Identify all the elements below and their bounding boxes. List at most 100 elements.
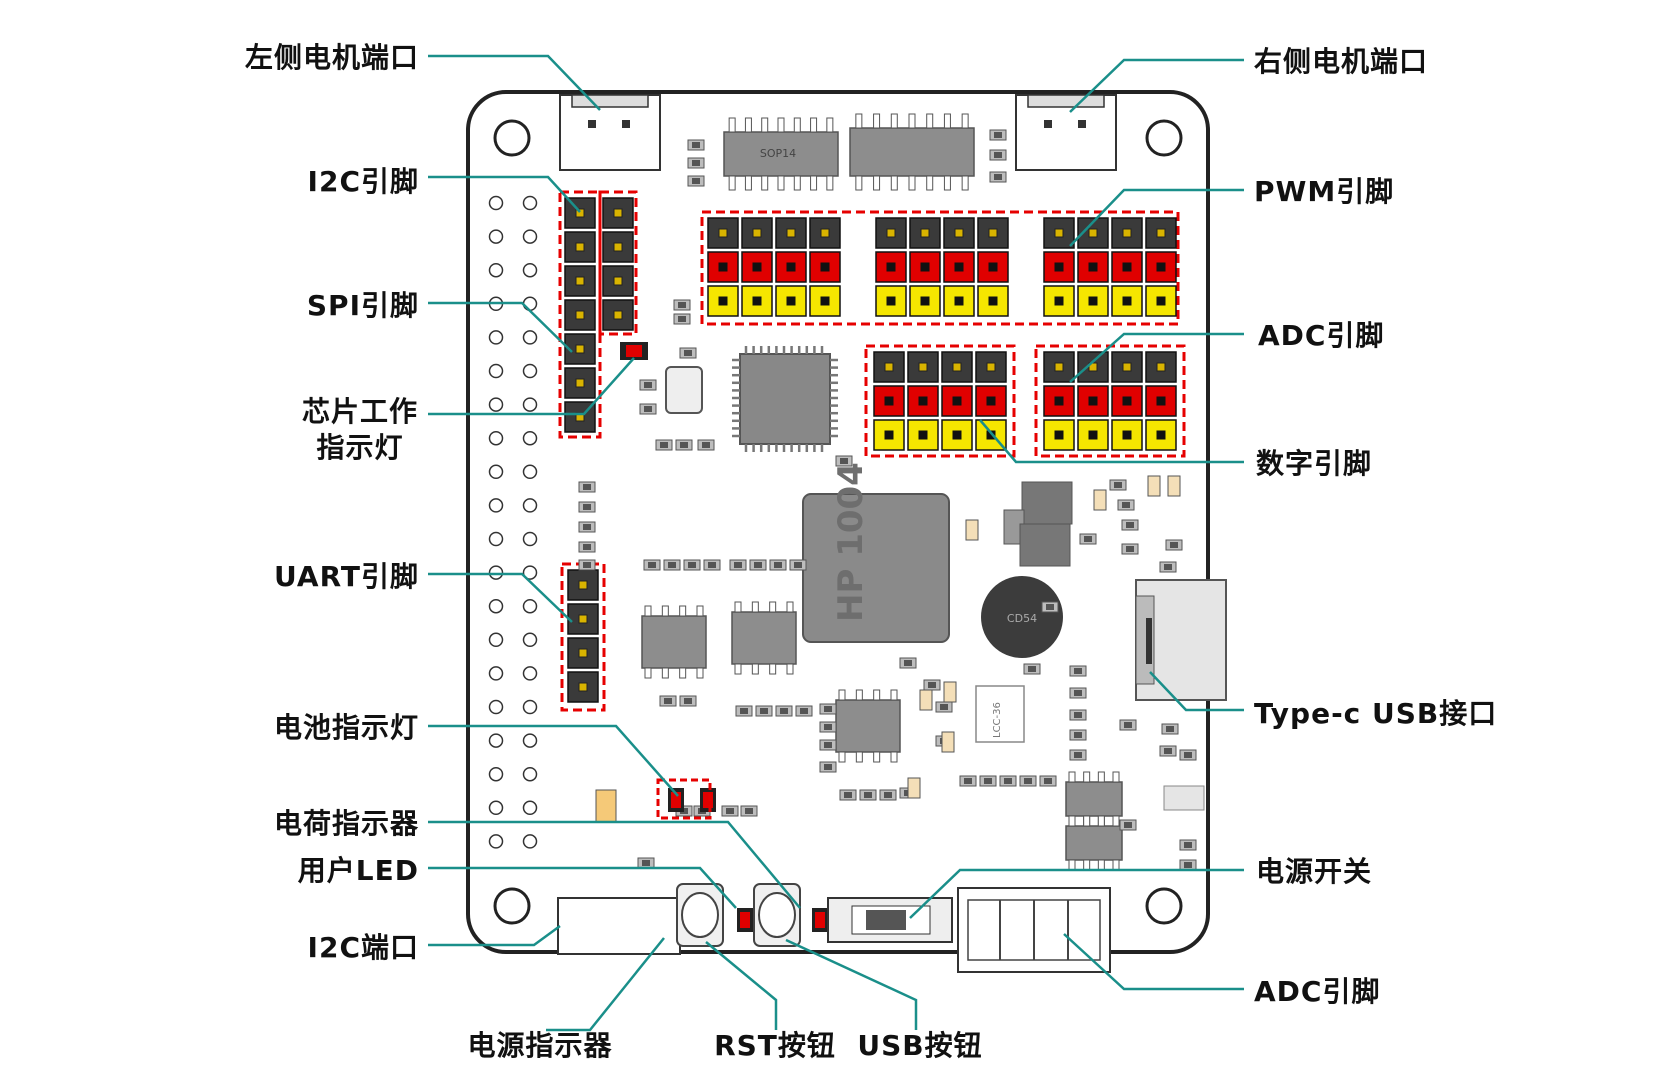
pwm-block-3-pin-pad	[1123, 263, 1131, 271]
header-pin-spi-pad	[576, 345, 584, 353]
smd-resistor-body	[583, 524, 591, 530]
header-pin-uart-pad	[579, 581, 587, 589]
smd-resistor-body	[678, 302, 686, 308]
ic-body	[642, 616, 706, 668]
digital-block-pin-pad	[885, 431, 893, 439]
smd-module	[1164, 786, 1204, 810]
smd-resistor-body	[702, 442, 710, 448]
pwm-block-3-pin-pad	[1089, 263, 1097, 271]
adc-block-pin-pad	[1157, 397, 1165, 405]
mount-hole-tr	[1147, 121, 1181, 155]
power-switch[interactable]	[828, 898, 952, 942]
smd-resistor-body	[1170, 542, 1178, 548]
ic-leg	[874, 690, 880, 700]
adc-block-pin-pad	[1055, 431, 1063, 439]
header-pin-uart-pad	[579, 649, 587, 657]
smd-resistor-body	[984, 778, 992, 784]
smd-resistor-body	[774, 562, 782, 568]
sop14-mark: SOP14	[760, 147, 796, 160]
ic-leg	[662, 606, 668, 616]
ic-leg	[1113, 860, 1119, 870]
ic-body	[1066, 826, 1122, 860]
smd-resistor-body	[928, 682, 936, 688]
pwm-block-3-pin-pad	[1089, 297, 1097, 305]
sop-leg	[745, 176, 751, 190]
header-pin-spi-pad	[576, 311, 584, 319]
edge-hole	[490, 197, 503, 210]
smd-resistor-body	[1046, 604, 1054, 610]
ic-leg	[1069, 816, 1075, 826]
smd-resistor-body	[824, 764, 832, 770]
usb-button[interactable]	[754, 884, 800, 946]
ic-leg	[1069, 860, 1075, 870]
edge-hole	[490, 398, 503, 411]
edge-hole	[524, 297, 537, 310]
adc-block-pin-pad	[1055, 363, 1063, 371]
ic-leg	[680, 668, 686, 678]
mount-hole-br	[1147, 889, 1181, 923]
ic-leg	[787, 602, 793, 612]
pwm-block-2-pin-pad	[955, 229, 963, 237]
smd-resistor-body	[684, 350, 692, 356]
pwm-block-3-pin-pad	[1157, 263, 1165, 271]
pwm-block-3-pin-pad	[1157, 297, 1165, 305]
smd-resistor-body	[994, 174, 1002, 180]
smd-resistor-body	[644, 382, 652, 388]
digital-block-pin-pad	[987, 397, 995, 405]
smd-resistor-body	[864, 792, 872, 798]
label-user-led: 用户LED	[298, 857, 419, 885]
edge-hole	[524, 734, 537, 747]
edge-hole	[524, 264, 537, 277]
ic-leg	[735, 664, 741, 674]
edge-hole	[490, 365, 503, 378]
smd-resistor-body	[1184, 752, 1192, 758]
ic-leg	[735, 602, 741, 612]
pwm-block-2-pin-pad	[989, 263, 997, 271]
pwm-block-2-pin-pad	[955, 263, 963, 271]
sop-leg	[762, 176, 768, 190]
smd-resistor-body	[692, 160, 700, 166]
sop-leg	[729, 176, 735, 190]
edge-hole	[524, 230, 537, 243]
smd-resistor-body	[688, 562, 696, 568]
cd54-inductor: CD54	[981, 576, 1063, 658]
sop-leg	[944, 114, 950, 128]
digital-block-pin-pad	[987, 363, 995, 371]
sop-leg	[778, 176, 784, 190]
smd-resistor-body	[1024, 778, 1032, 784]
smd-resistor-body	[644, 406, 652, 412]
label-battery-led: 电池指示灯	[274, 714, 419, 742]
ic-leg	[839, 752, 845, 762]
label-right-motor: 右侧电机端口	[1254, 48, 1428, 76]
digital-block-pin-pad	[919, 363, 927, 371]
smd-resistor-body	[583, 504, 591, 510]
smd-resistor-body	[1164, 564, 1172, 570]
label-pwm-pins: PWM引脚	[1254, 178, 1394, 206]
smd-resistor-body	[664, 698, 672, 704]
sop-leg	[778, 118, 784, 132]
svg-text:HP 1004: HP 1004	[831, 462, 871, 622]
smd-resistor-body	[1028, 666, 1036, 672]
sop-leg	[909, 114, 915, 128]
smd-resistor-body	[1074, 690, 1082, 696]
pwm-block-2-pin-pad	[921, 263, 929, 271]
sop-leg	[874, 114, 880, 128]
pwm-block-2-pin-pad	[887, 229, 895, 237]
smd-resistor-body	[994, 152, 1002, 158]
edge-hole	[490, 499, 503, 512]
label-usb-button: USB按钮	[840, 1032, 1000, 1060]
edge-hole	[524, 465, 537, 478]
sop-leg	[909, 176, 915, 190]
smd-resistor-body	[692, 178, 700, 184]
i2c-port-connector	[558, 898, 680, 954]
smd-resistor-body	[740, 708, 748, 714]
smd-resistor-body	[884, 792, 892, 798]
sop-leg	[794, 118, 800, 132]
smd-resistor-body	[800, 708, 808, 714]
smd-capacitor	[944, 682, 956, 702]
mount-hole-bl	[495, 889, 529, 923]
smd-capacitor	[1168, 476, 1180, 496]
edge-hole	[490, 667, 503, 680]
rst-button[interactable]	[677, 884, 723, 946]
ic-body	[836, 700, 900, 752]
